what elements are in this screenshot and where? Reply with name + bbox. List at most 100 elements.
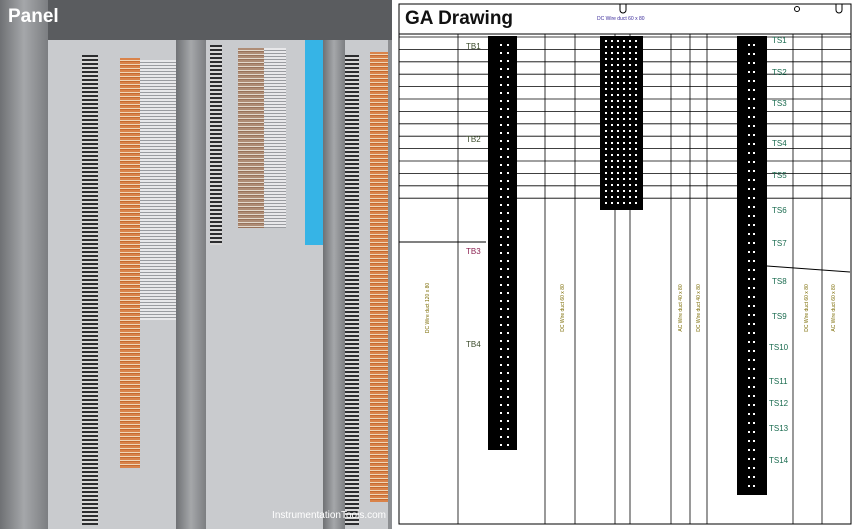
- terminal-dot: [753, 143, 755, 145]
- terminal-dot: [617, 124, 619, 126]
- terminal-dot: [635, 178, 637, 180]
- terminal-dot: [617, 40, 619, 42]
- terminal-dot: [611, 112, 613, 114]
- terminal-dot: [507, 260, 509, 262]
- duct-label: DC Wire duct 60 x 80: [560, 284, 566, 332]
- terminal-dot: [617, 94, 619, 96]
- terminal-dot: [629, 130, 631, 132]
- terminal-dot: [617, 76, 619, 78]
- terminal-dot: [623, 136, 625, 138]
- terminal-dot: [753, 485, 755, 487]
- terminal-dot: [507, 108, 509, 110]
- terminal-dot: [611, 136, 613, 138]
- terminal-dot: [748, 206, 750, 208]
- terminal-dot: [500, 172, 502, 174]
- terminal-dot: [623, 64, 625, 66]
- wire-duct: [210, 45, 222, 245]
- terminal-dot: [617, 46, 619, 48]
- terminal-dot: [753, 377, 755, 379]
- terminal-dot: [500, 412, 502, 414]
- terminal-dot: [507, 372, 509, 374]
- terminal-dot: [748, 242, 750, 244]
- terminal-dot: [748, 80, 750, 82]
- terminal-dot: [629, 196, 631, 198]
- terminal-dot: [635, 58, 637, 60]
- terminal-dot: [617, 70, 619, 72]
- ts-label: TS10: [769, 343, 789, 352]
- terminal-dot: [623, 76, 625, 78]
- terminal-dot: [500, 252, 502, 254]
- terminal-dot: [748, 377, 750, 379]
- terminal-dot: [611, 106, 613, 108]
- terminal-dot: [753, 458, 755, 460]
- terminal-dot: [753, 44, 755, 46]
- terminal-dot: [605, 100, 607, 102]
- terminal-dot: [748, 386, 750, 388]
- tb-label: TB2: [466, 135, 481, 144]
- terminal-dot: [623, 196, 625, 198]
- terminal-dot: [507, 404, 509, 406]
- terminal-dot: [623, 124, 625, 126]
- terminal-dot: [507, 84, 509, 86]
- tb-label: TB1: [466, 42, 481, 51]
- terminal-dot: [500, 140, 502, 142]
- terminal-dot: [635, 82, 637, 84]
- ts-label: TS14: [769, 456, 789, 465]
- terminal-dot: [500, 404, 502, 406]
- mount-hole-icon: [619, 4, 627, 14]
- terminal-dot: [605, 52, 607, 54]
- terminal-dot: [623, 154, 625, 156]
- terminal-dot: [635, 40, 637, 42]
- terminal-dot: [617, 184, 619, 186]
- terminal-dot: [748, 251, 750, 253]
- terminal-dot: [748, 323, 750, 325]
- ts-label: TS12: [769, 399, 789, 408]
- terminal-dot: [605, 142, 607, 144]
- terminal-dot: [629, 58, 631, 60]
- terminal-dot: [623, 190, 625, 192]
- terminal-dot: [507, 420, 509, 422]
- terminal-dot: [623, 202, 625, 204]
- wires: [140, 60, 178, 320]
- terminal-dot: [611, 82, 613, 84]
- terminal-dot: [748, 62, 750, 64]
- terminal-dot: [500, 340, 502, 342]
- terminal-dot: [500, 244, 502, 246]
- terminal-dot: [507, 252, 509, 254]
- terminal-dot: [611, 148, 613, 150]
- terminal-dot: [753, 188, 755, 190]
- terminal-dot: [635, 172, 637, 174]
- terminal-dot: [753, 440, 755, 442]
- terminal-dot: [507, 92, 509, 94]
- terminal-dot: [617, 172, 619, 174]
- terminal-dot: [611, 64, 613, 66]
- terminal-dot: [753, 179, 755, 181]
- terminal-dot: [605, 112, 607, 114]
- terminal-dot: [507, 140, 509, 142]
- terminal-dot: [748, 134, 750, 136]
- terminal-dot: [617, 100, 619, 102]
- terminal-dot: [748, 44, 750, 46]
- terminal-dot: [605, 106, 607, 108]
- terminal-dot: [507, 292, 509, 294]
- terminal-dot: [753, 449, 755, 451]
- terminal-dot: [753, 359, 755, 361]
- terminal-dot: [617, 136, 619, 138]
- terminal-dot: [500, 100, 502, 102]
- terminal-dot: [753, 134, 755, 136]
- terminal-dot: [629, 100, 631, 102]
- terminal-dot: [635, 136, 637, 138]
- ts-label: TS11: [769, 377, 788, 386]
- terminal-dot: [748, 107, 750, 109]
- ts-label: TS3: [772, 99, 787, 108]
- terminal-dot: [748, 161, 750, 163]
- terminal-dot: [629, 166, 631, 168]
- terminal-dot: [507, 284, 509, 286]
- terminal-dot: [748, 71, 750, 73]
- terminal-dot: [617, 130, 619, 132]
- ts-label: TS9: [772, 312, 787, 321]
- terminal-dot: [500, 324, 502, 326]
- terminal-dot: [623, 94, 625, 96]
- terminal-dot: [507, 436, 509, 438]
- terminal-dot: [748, 458, 750, 460]
